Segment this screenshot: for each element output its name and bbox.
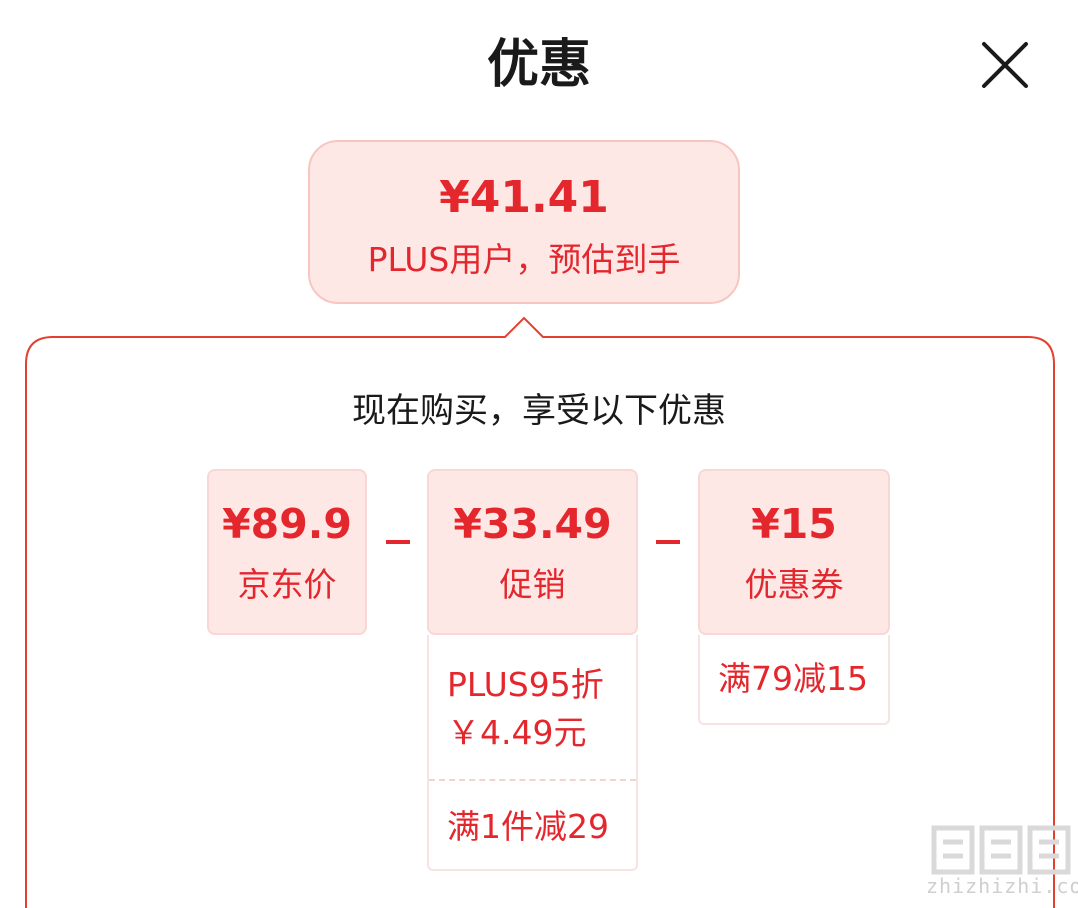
- watermark-site: zhizhizhi.com: [926, 874, 1078, 898]
- close-icon: [982, 42, 1028, 88]
- detail-divider: [429, 779, 636, 781]
- close-button[interactable]: [980, 40, 1030, 90]
- watermark-logo: [931, 825, 1071, 875]
- minus-sign: [386, 540, 410, 544]
- minus-sign: [656, 540, 680, 544]
- coupon-amount: ¥15: [751, 500, 837, 548]
- estimated-price: ¥41.41: [439, 172, 609, 223]
- promotion-label: 促销: [499, 565, 566, 604]
- promotion-details: PLUS95折 ￥4.49元 满1件减29: [427, 635, 638, 871]
- base-price-label: 京东价: [237, 565, 337, 604]
- promotion-chip: ¥33.49 促销: [427, 469, 638, 635]
- promotion-detail-item: ￥4.49元: [447, 713, 587, 752]
- coupon-chip: ¥15 优惠券: [698, 469, 890, 635]
- discount-panel-outline: [25, 316, 1055, 908]
- discount-intro-text: 现在购买，享受以下优惠: [352, 391, 726, 431]
- promotion-amount: ¥33.49: [453, 500, 612, 548]
- sheet-title: 优惠: [486, 35, 591, 95]
- base-price-chip: ¥89.9 京东价: [207, 469, 367, 635]
- promotion-detail-item: 满1件减29: [447, 807, 609, 846]
- estimated-price-label: PLUS用户，预估到手: [367, 240, 681, 279]
- base-price-amount: ¥89.9: [222, 500, 352, 548]
- estimated-price-bubble: ¥41.41 PLUS用户，预估到手: [308, 140, 740, 304]
- promotion-detail-item: PLUS95折: [447, 665, 604, 704]
- coupon-detail-item: 满79减15: [718, 659, 868, 698]
- coupon-details: 满79减15: [698, 635, 890, 725]
- coupon-label: 优惠券: [744, 565, 844, 604]
